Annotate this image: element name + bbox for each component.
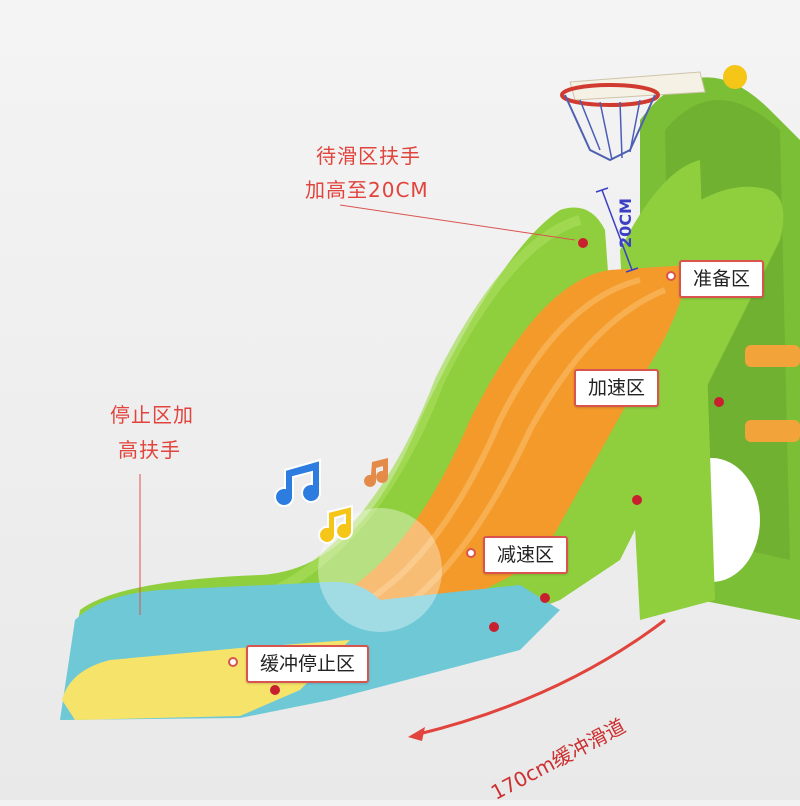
zone-buffer-stop-marker [228,657,238,667]
zone-accelerate-tag: 加速区 [574,369,660,407]
zone-ready-tag: 准备区 [679,260,765,298]
zone-buffer-stop-tag: 缓冲停止区 [246,645,370,683]
ladder-step [745,345,800,367]
bolts [270,238,724,695]
glow-effect [318,508,442,632]
zone-decelerate-marker [466,548,476,558]
basketball-hoop [560,65,747,162]
music-note-icon [274,458,389,544]
dimension-label: 20CM [616,198,635,248]
yellow-knob [723,65,747,89]
zone-decelerate-tag: 减速区 [483,536,569,574]
slide-lane-orange [330,265,690,630]
ladder-step [745,420,800,442]
waiting-rail-label: 待滑区扶手 [316,144,421,168]
dimension-bracket [595,187,639,273]
stop-rail-label-2: 高扶手 [118,438,181,462]
leader-lines [139,204,576,615]
waiting-rail-height-label: 加高至20CM [305,178,429,202]
zone-ready-marker [666,271,676,281]
stop-rail-label: 停止区加 [110,403,194,427]
runout-arrow [408,618,666,741]
